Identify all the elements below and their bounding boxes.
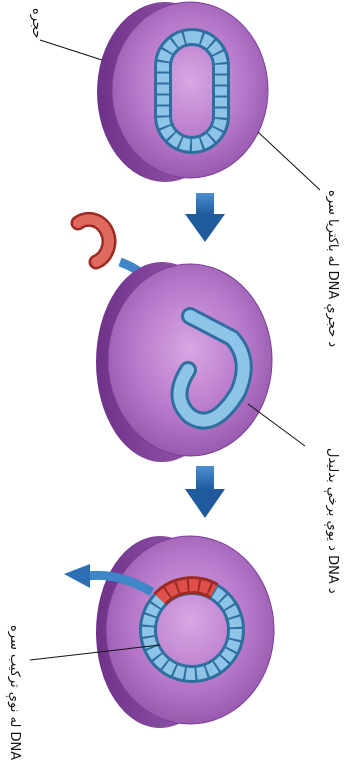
cell-3 <box>96 536 274 728</box>
cell-2 <box>96 262 272 462</box>
cell-3-body <box>106 536 274 724</box>
label-recombinant-dna: DNA له نوې ترکیب سره <box>7 625 22 760</box>
label-cell: حجره <box>29 8 44 38</box>
cell-1 <box>97 2 268 182</box>
foreign-dna-fragment <box>78 219 109 262</box>
down-arrow-2 <box>185 466 225 518</box>
down-arrow-1 <box>185 193 225 242</box>
label-dna-segment: د DNA د یوې برخې بدلیدل <box>325 448 340 594</box>
pointer-line-cell <box>40 40 102 60</box>
label-bacterial-dna: د حجرې DNA له باکتریا سره <box>325 190 340 347</box>
pointer-line-bacterial-dna <box>258 132 320 190</box>
pointer-line-dna-segment <box>248 404 305 446</box>
